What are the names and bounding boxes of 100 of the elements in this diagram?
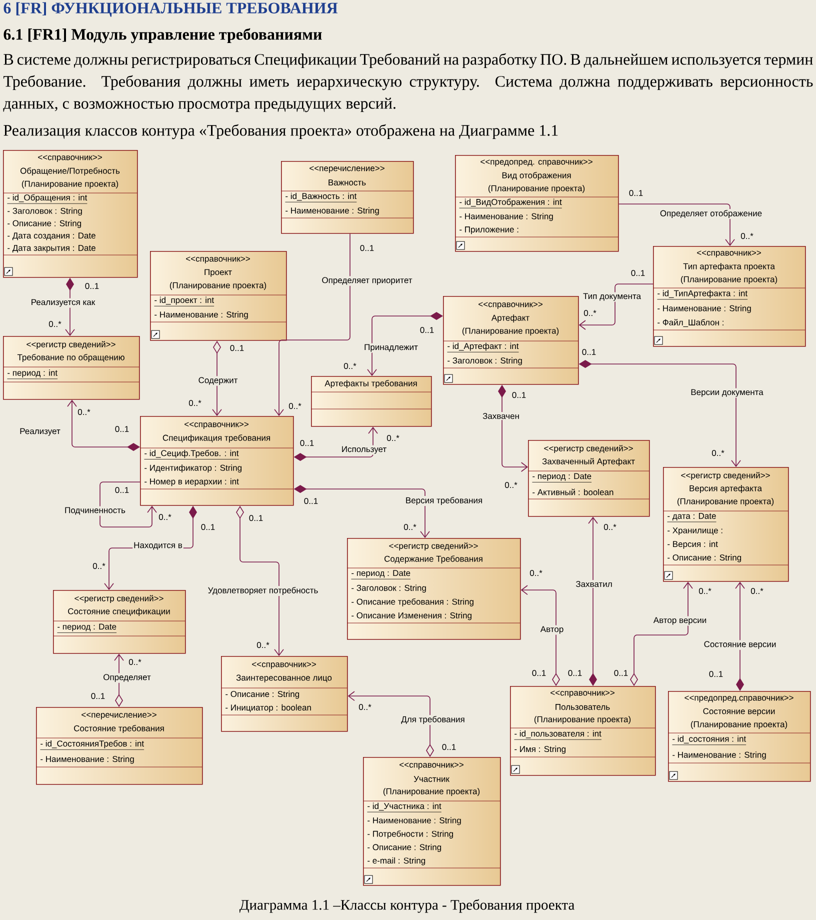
edge-label: Принадлежит: [363, 343, 419, 353]
attribute: - id_состояния : int: [672, 736, 746, 746]
attribute: - Приложение :: [460, 226, 518, 234]
edge-label: Реализует: [18, 427, 62, 437]
multiplicity: 0..1: [248, 514, 264, 522]
package-name: (Планирование проекта): [170, 282, 266, 290]
attribute: - Заголовок : String: [352, 584, 426, 593]
package-name: (Планирование проекта): [383, 788, 480, 796]
stereotype: <<справочник>>: [478, 302, 542, 309]
attribute: - Заголовок : String: [8, 208, 82, 216]
class-name: Вид отображения: [502, 172, 571, 180]
paragraph: В системе должны регистрироваться Спецификации Требований на разработку ПО. В дальнейшем используется термин Требование. Требования должны иметь иерархическую структуру. Система должна поддерживать версионность данных, с возможностью просмотра предыдущих версий.: [3, 53, 813, 112]
multiplicity: 0..1: [613, 670, 629, 677]
class-name: Важность: [328, 180, 366, 186]
attribute: - период : int: [7, 370, 58, 380]
edge-label: Определяет отображение: [658, 209, 764, 219]
edge-label: Находится в: [132, 541, 184, 551]
attribute: - период : Date: [57, 624, 117, 633]
association-line: [735, 582, 745, 691]
edge-label: Версия требования: [404, 496, 484, 506]
association-line: [348, 691, 434, 757]
stereotype: <<справочник>>: [550, 690, 614, 698]
edge-label: Захвачен: [482, 412, 520, 420]
class-name: Тип артефакта проекта: [683, 263, 775, 271]
class-name: Пользователь: [556, 704, 610, 710]
attribute: - id_Важность : int: [285, 192, 357, 202]
multiplicity: 0..1: [567, 670, 583, 677]
attribute: - Описание : String: [226, 690, 300, 699]
attribute: - Активный : boolean: [532, 488, 614, 496]
stereotype: <<регистр сведений>>: [26, 340, 116, 350]
class-name: Артефакты требования: [324, 380, 417, 388]
edge-label: Содержит: [197, 376, 239, 386]
attribute: - Имя : String: [514, 746, 566, 754]
association-line: [588, 516, 598, 686]
stereotype: <<предопред. справочник>>: [480, 160, 592, 166]
attribute: - id_Участника : int: [367, 802, 442, 812]
multiplicity: 0..1: [90, 692, 106, 700]
attribute: - Дата создания : Date: [8, 232, 96, 240]
stereotype: <<справочник>>: [186, 256, 250, 264]
edge-label: Захватил: [574, 580, 614, 588]
class-name: Захваченный Артефакт: [542, 458, 635, 466]
class-name: Проект: [204, 269, 232, 277]
package-name: (Планирование проекта): [488, 185, 585, 193]
class-name: Обращение/Потребность: [20, 168, 120, 176]
attribute: - Наименование : String: [286, 207, 379, 216]
edge-label: Тип документа: [582, 292, 642, 302]
attribute: - Наименование : String: [40, 756, 134, 764]
class-name: Состояние спецификации: [68, 608, 170, 616]
package-name: (Планирование проекта): [677, 498, 774, 506]
class-name: Участник: [414, 776, 450, 782]
attribute: - Потребности : String: [368, 830, 453, 838]
attribute: - период : Date: [532, 473, 592, 482]
attribute: - Описание : String: [368, 844, 442, 852]
stereotype: <<справочник>>: [400, 762, 464, 770]
attribute: - id_пользователя : int: [514, 730, 602, 740]
package-name: (Планирование проекта): [690, 721, 788, 729]
attribute: - Заголовок : String: [448, 357, 522, 366]
stereotype: <<регистр сведений>>: [681, 472, 770, 480]
class-name: Версия артефакта: [690, 485, 762, 493]
heading: 6 [FR] ФУНКЦИОНАЛЬНЫЕ ТРЕБОВАНИЯ: [4, 2, 338, 17]
caption: Диаграмма 1.1 –Классы контура - Требования проекта: [239, 899, 574, 913]
attribute: - дата : Date: [667, 512, 716, 522]
association-line: [100, 482, 157, 528]
attribute: - Хранилище :: [668, 527, 722, 536]
association-line: [520, 585, 560, 686]
class-name: Требование по обращению: [17, 354, 124, 362]
attribute: - Дата закрытия : Date: [8, 245, 96, 253]
attribute: - Наименование : String: [154, 311, 248, 320]
paragraph: Реализация классов контура «Требования проекта» отображена на Диаграмме 1.1: [4, 124, 558, 140]
edge-label: Удовлетворяет потребность: [206, 586, 320, 596]
edge-label: Использует: [340, 445, 388, 455]
attribute: - id_ТипАртефакта : int: [657, 290, 748, 300]
class-name: Состояние версии: [703, 708, 775, 716]
attribute: - Описание Изменения : String: [352, 612, 472, 620]
attribute: - Наименование : String: [672, 752, 766, 760]
attribute: - Наименование : String: [658, 305, 751, 313]
attribute: - id_Обращения : int: [7, 194, 88, 204]
attribute: - id_ВидОтображения : int: [459, 198, 562, 208]
association-line: [67, 400, 140, 451]
edge-label: Определяет: [102, 673, 152, 683]
attribute: - id_Артефакт : int: [447, 342, 519, 352]
attribute: - Файл_Шаблон :: [658, 319, 724, 327]
stereotype: <<регистр сведений>>: [74, 594, 164, 604]
package-name: (Планирование проекта): [534, 716, 631, 724]
stereotype: <<регистр сведений>>: [544, 444, 633, 454]
stereotype: <<справочник>>: [697, 250, 761, 258]
attribute: - id_СостоянияТребов : int: [40, 740, 144, 750]
attribute: - Наименование : String: [368, 817, 461, 826]
multiplicity: 0..1: [708, 670, 724, 678]
attribute: - Описание : String: [8, 220, 82, 228]
association-line: [578, 284, 654, 330]
association-line: [630, 582, 693, 686]
attribute: - Номер в иерархии : int: [144, 478, 239, 486]
multiplicity: 0..1: [531, 670, 547, 677]
class-name: Состояние требования: [74, 725, 164, 733]
multiplicity: 0..*: [158, 514, 172, 521]
edge-label: Версии документа: [690, 388, 764, 398]
edge-label: Определяет приоритет: [320, 276, 414, 286]
package-name: (Планирование проекта): [680, 276, 778, 284]
package-name: (Планирование проекта): [22, 180, 118, 188]
